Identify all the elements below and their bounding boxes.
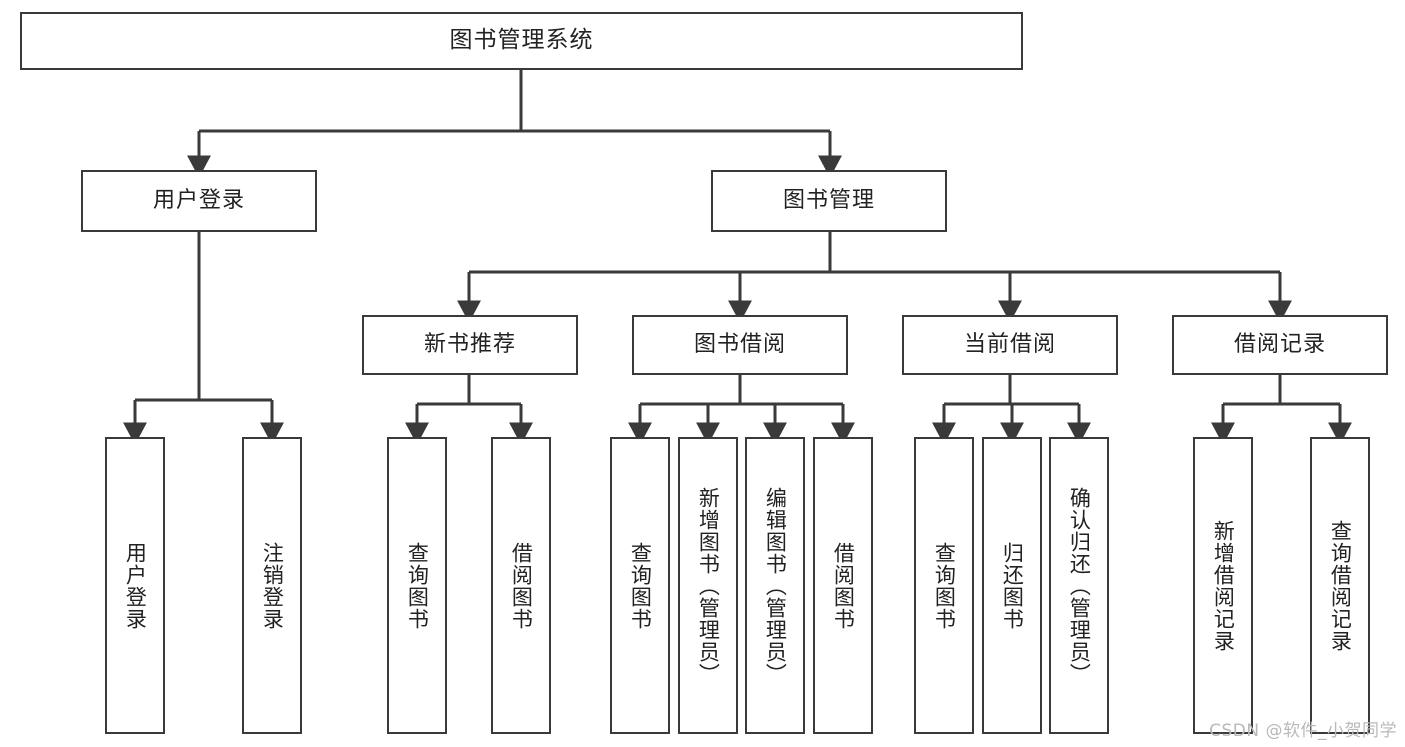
node-label: 当前借阅 — [963, 331, 1056, 357]
node-label: 查询图书 — [932, 541, 957, 630]
leaf-user-login-logout[interactable]: 注销登录 — [242, 437, 302, 734]
node-current-borrow[interactable]: 当前借阅 — [902, 315, 1118, 375]
leaf-current-borrow-confirm-return-admin[interactable]: 确认归还（管理员） — [1049, 437, 1109, 734]
node-label: 图书管理 — [782, 187, 875, 213]
node-label: 编辑图书（管理员） — [763, 486, 788, 685]
node-label: 查询图书 — [628, 541, 653, 630]
node-label: 用户登录 — [123, 541, 148, 630]
leaf-book-borrow-add-book-admin[interactable]: 新增图书（管理员） — [678, 437, 738, 734]
node-book-borrow[interactable]: 图书借阅 — [632, 315, 848, 375]
node-label: 借阅图书 — [509, 541, 534, 630]
node-root-book-management-system[interactable]: 图书管理系统 — [20, 12, 1023, 70]
node-user-login[interactable]: 用户登录 — [81, 170, 317, 232]
node-label: 确认归还（管理员） — [1067, 486, 1092, 685]
leaf-borrow-record-query-record[interactable]: 查询借阅记录 — [1310, 437, 1370, 734]
node-label: 图书管理系统 — [449, 27, 594, 54]
node-label: 查询借阅记录 — [1328, 519, 1353, 652]
node-new-book-recommend[interactable]: 新书推荐 — [362, 315, 578, 375]
node-label: 归还图书 — [1000, 541, 1025, 630]
leaf-current-borrow-query-book[interactable]: 查询图书 — [914, 437, 974, 734]
leaf-current-borrow-return-book[interactable]: 归还图书 — [982, 437, 1042, 734]
node-book-management[interactable]: 图书管理 — [711, 170, 947, 232]
leaf-book-borrow-borrow-book[interactable]: 借阅图书 — [813, 437, 873, 734]
node-borrow-record[interactable]: 借阅记录 — [1172, 315, 1388, 375]
node-label: 借阅记录 — [1233, 331, 1326, 357]
node-label: 注销登录 — [260, 541, 285, 630]
leaf-new-book-query-book[interactable]: 查询图书 — [387, 437, 447, 734]
csdn-watermark: CSDN @软件_小贺同学 — [1209, 721, 1397, 741]
node-label: 借阅图书 — [831, 541, 856, 630]
node-label: 新增借阅记录 — [1211, 519, 1236, 652]
leaf-new-book-borrow-book[interactable]: 借阅图书 — [491, 437, 551, 734]
leaf-book-borrow-query-book[interactable]: 查询图书 — [610, 437, 670, 734]
leaf-borrow-record-add-record[interactable]: 新增借阅记录 — [1193, 437, 1253, 734]
node-label: 用户登录 — [152, 187, 245, 213]
node-label: 新书推荐 — [423, 331, 516, 357]
node-label: 查询图书 — [405, 541, 430, 630]
leaf-user-login-user-login[interactable]: 用户登录 — [105, 437, 165, 734]
node-label: 图书借阅 — [693, 331, 786, 357]
node-label: 新增图书（管理员） — [696, 486, 721, 685]
leaf-book-borrow-edit-book-admin[interactable]: 编辑图书（管理员） — [745, 437, 805, 734]
